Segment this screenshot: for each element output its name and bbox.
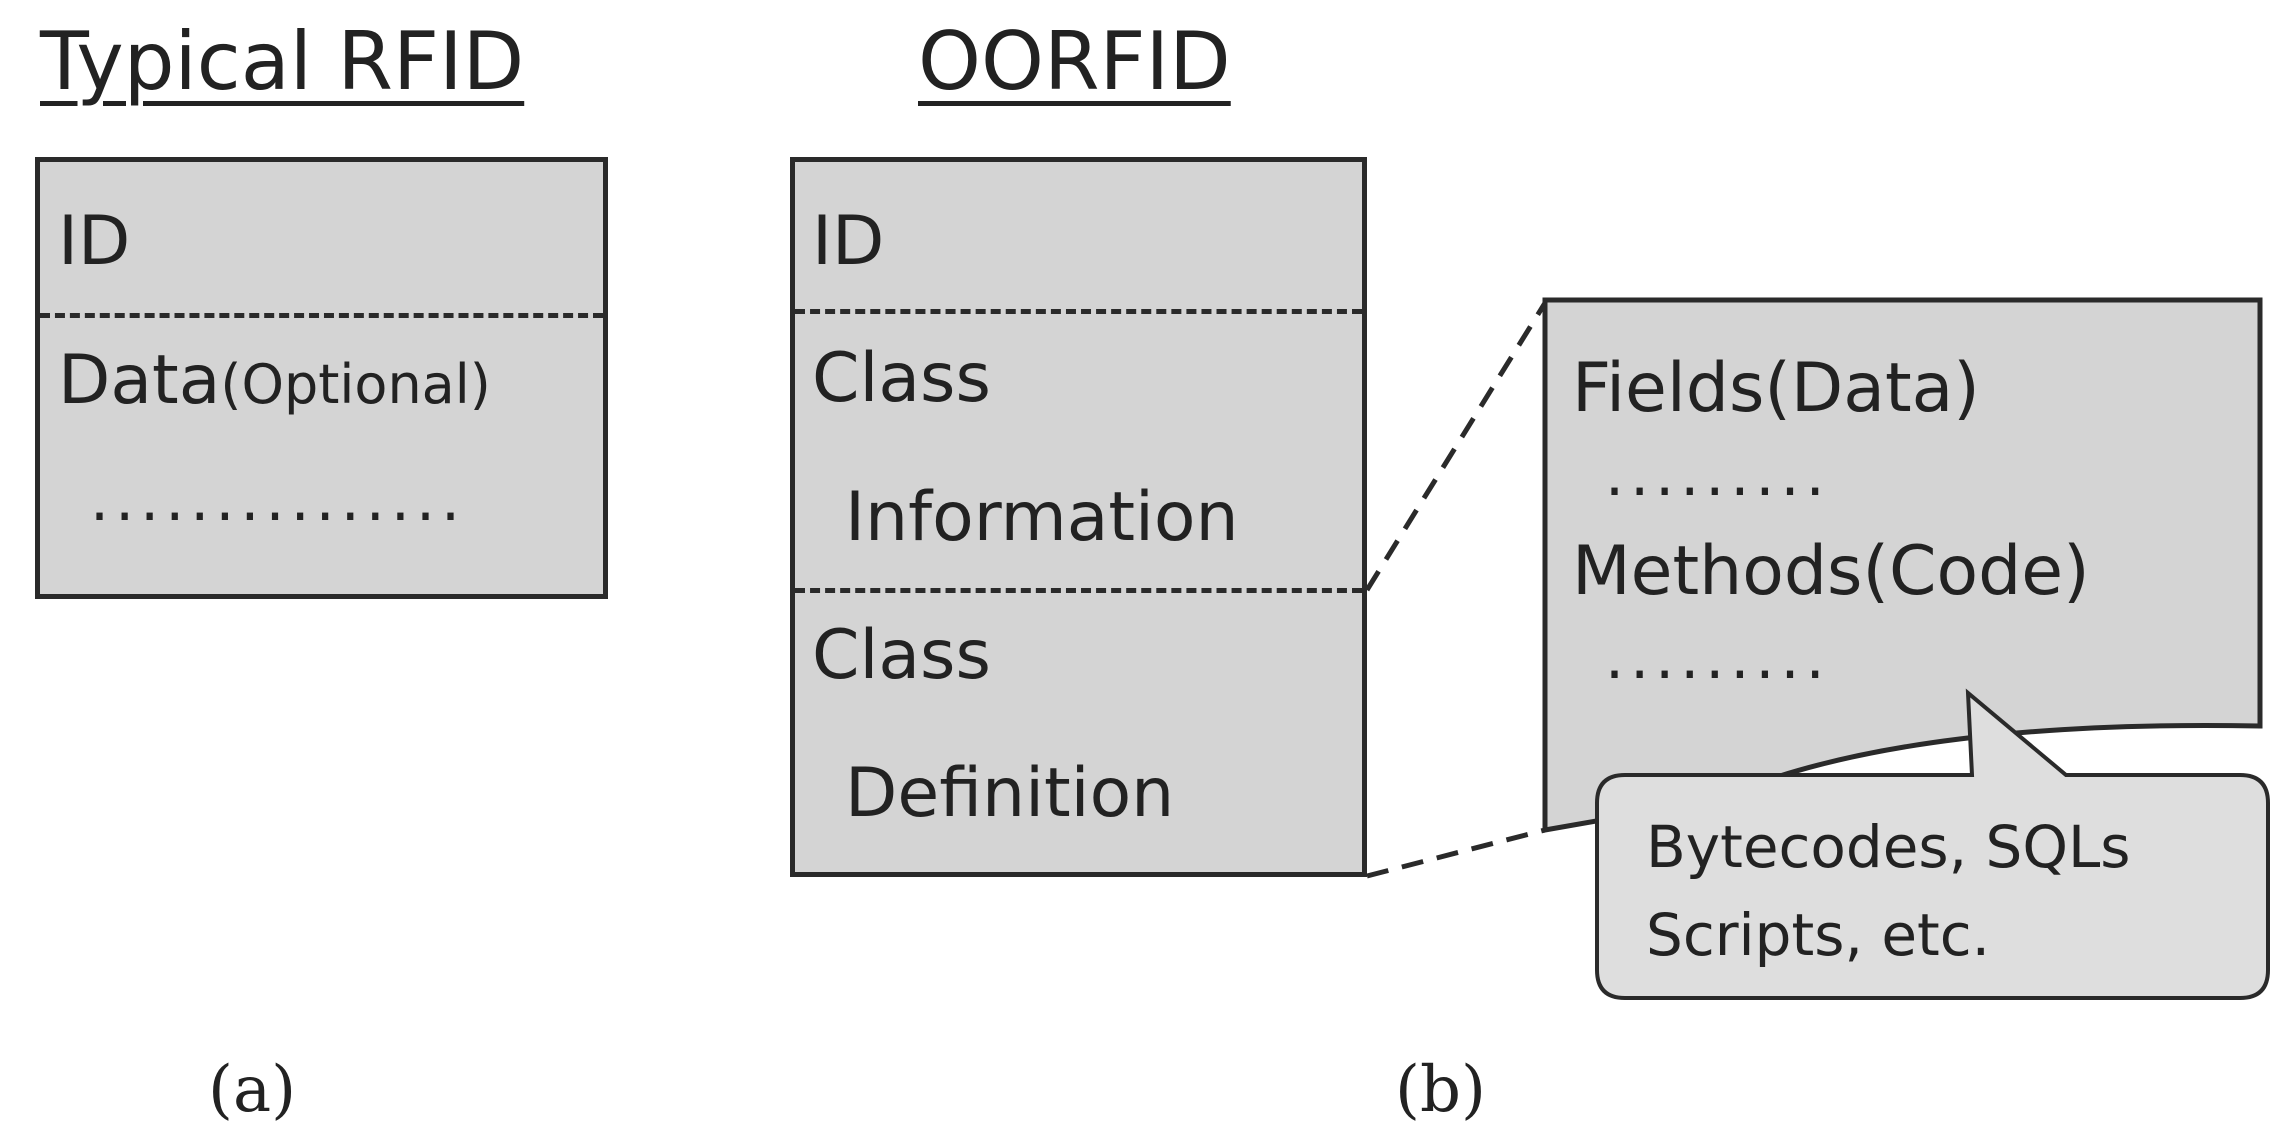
callout-line2: Scripts, etc. xyxy=(1646,901,1991,969)
typical-rfid-box xyxy=(35,157,608,599)
typical-rfid-data-dots: ............... xyxy=(90,465,467,535)
zoom-line-bottom xyxy=(1366,827,1546,879)
typical-rfid-id-label: ID xyxy=(58,202,131,281)
oorfid-class-info-line1: Class xyxy=(812,339,991,418)
zoom-line-top xyxy=(1364,301,1548,592)
callout-line1: Bytecodes, SQLs xyxy=(1646,813,2131,881)
detail-methods-label: Methods(Code) xyxy=(1572,532,2090,611)
typical-rfid-data-optional: (Optional) xyxy=(220,353,491,416)
oorfid-class-info-divider xyxy=(795,588,1362,593)
typical-rfid-id-divider xyxy=(40,313,603,318)
oorfid-box xyxy=(790,157,1367,877)
typical-rfid-heading: Typical RFID xyxy=(40,15,525,108)
oorfid-class-info-line2: Information xyxy=(845,478,1239,557)
detail-methods-dots: ......... xyxy=(1605,623,1831,693)
detail-fields-dots: ......... xyxy=(1605,440,1831,510)
panel-b-caption: (b) xyxy=(1395,1053,1486,1127)
detail-fields-label: Fields(Data) xyxy=(1572,349,1980,428)
typical-rfid-data-word: Data xyxy=(58,341,221,420)
typical-rfid-data-label: Data(Optional) xyxy=(58,347,491,415)
oorfid-class-def-line1: Class xyxy=(812,616,991,695)
oorfid-heading: OORFID xyxy=(918,15,1231,108)
oorfid-class-def-line2: Definition xyxy=(845,754,1175,833)
oorfid-id-divider xyxy=(795,309,1362,314)
oorfid-id-label: ID xyxy=(812,202,885,281)
panel-a-caption: (a) xyxy=(208,1053,297,1127)
